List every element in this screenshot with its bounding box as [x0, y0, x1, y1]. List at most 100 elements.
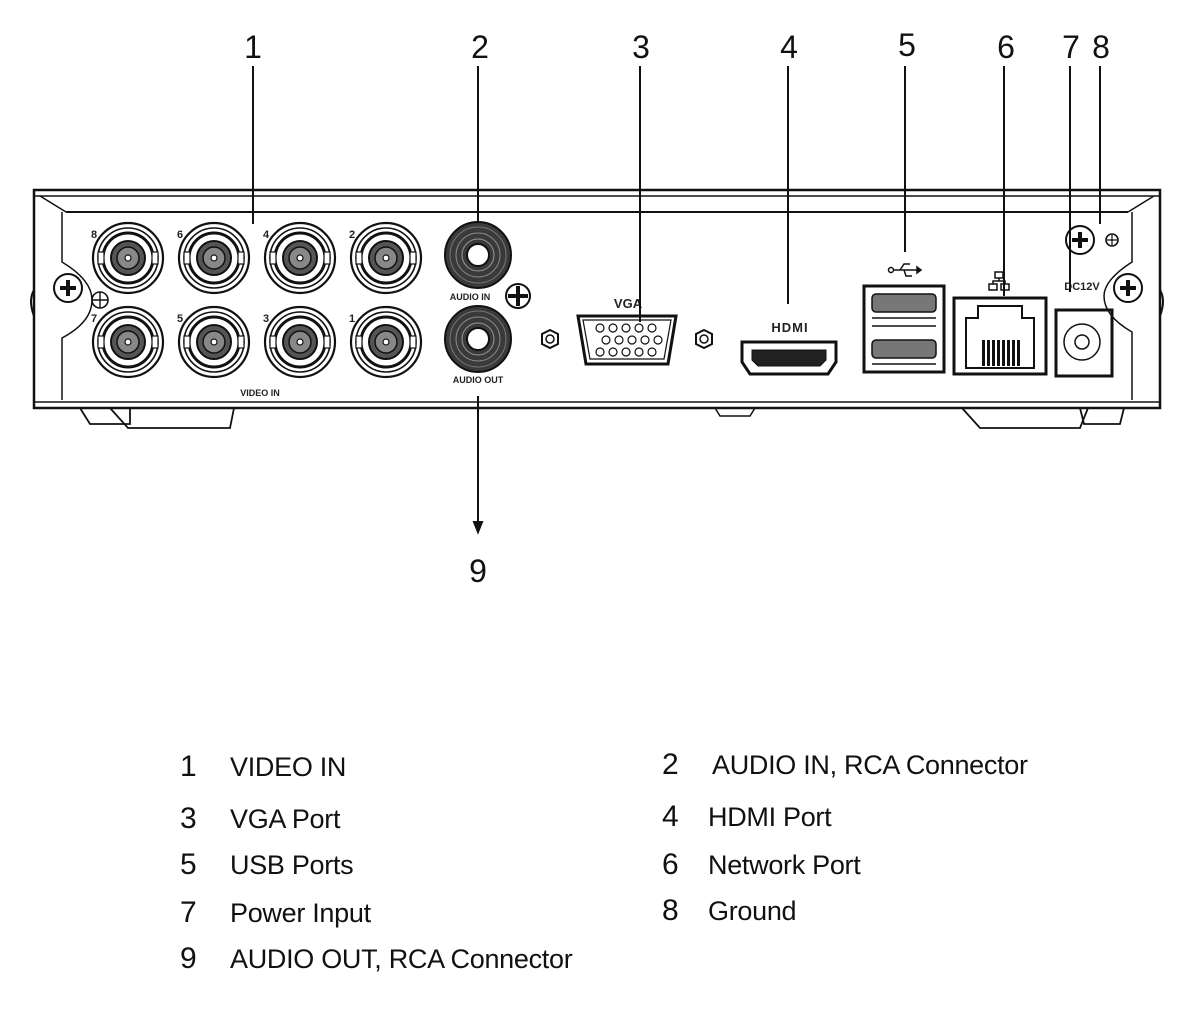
legend-item-audio-in: 2 AUDIO IN, RCA Connector — [662, 748, 1028, 782]
usb-ports — [862, 284, 946, 374]
video-in-panel-label: VIDEO IN — [240, 388, 280, 398]
callout-3: 3 — [632, 29, 650, 65]
bnc-channel-number: 4 — [263, 229, 270, 241]
ground-symbol-left — [91, 291, 109, 309]
legend-label: VGA Port — [230, 804, 341, 834]
legend-num: 6 — [662, 848, 679, 881]
audio-out-rca — [444, 305, 512, 373]
bnc-connector — [177, 221, 251, 295]
bnc-connector — [177, 305, 251, 379]
audio-in-panel-label: AUDIO IN — [450, 292, 491, 302]
legend-num: 7 — [180, 896, 197, 929]
vga-pin — [653, 335, 663, 345]
legend-num: 9 — [180, 942, 197, 975]
bnc-connector — [91, 221, 165, 295]
ground-symbol-audio — [505, 283, 531, 309]
legend-label: HDMI Port — [708, 802, 832, 832]
legend-item-power-input: 7 Power Input — [180, 896, 371, 930]
callout-6: 6 — [997, 29, 1015, 65]
legend-num: 5 — [180, 848, 197, 881]
network-port — [952, 296, 1048, 376]
bnc-channel-number: 6 — [177, 229, 183, 241]
legend-num: 4 — [662, 800, 679, 833]
legend-item-video-in: 1 VIDEO IN — [180, 750, 346, 784]
legend-num: 8 — [662, 894, 679, 927]
power-input-jack — [1054, 308, 1114, 378]
screw-left — [53, 273, 83, 303]
usb-icon — [887, 263, 923, 277]
legend-label: VIDEO IN — [230, 752, 347, 782]
rj45-pin — [1007, 340, 1010, 366]
bnc-channel-number: 8 — [91, 229, 97, 241]
legend-label: Ground — [708, 896, 797, 926]
hdmi-connector — [740, 340, 838, 376]
dc-panel-label: DC12V — [1064, 281, 1100, 293]
legend-label: USB Ports — [230, 850, 354, 880]
legend-label: AUDIO IN, RCA Connector — [712, 750, 1028, 780]
vga-pin — [595, 347, 605, 357]
legend-item-audio-out: 9 AUDIO OUT, RCA Connector — [180, 942, 573, 976]
vga-pin — [595, 323, 605, 333]
legend-num: 3 — [180, 802, 197, 835]
legend-item-vga-port: 3 VGA Port — [180, 802, 340, 836]
callout-1: 1 — [244, 29, 262, 65]
vga-pin — [647, 347, 657, 357]
legend-num: 2 — [662, 748, 679, 781]
vga-pin — [647, 323, 657, 333]
legend-num: 1 — [180, 750, 197, 783]
callout-leaders — [252, 66, 1101, 535]
callout-8: 8 — [1092, 29, 1110, 65]
vga-pin — [627, 335, 637, 345]
legend-label: Network Port — [708, 850, 861, 880]
video-in-bnc-connectors: 8 6 4 2 7 5 3 1 — [91, 221, 423, 379]
vga-pin — [634, 323, 644, 333]
legend: 1 VIDEO IN 2 AUDIO IN, RCA Connector 3 V… — [0, 740, 1200, 1000]
vga-pin — [614, 335, 624, 345]
bnc-channel-number: 1 — [349, 313, 355, 325]
callout-7: 7 — [1062, 29, 1080, 65]
vga-pin — [634, 347, 644, 357]
bnc-channel-number: 2 — [349, 229, 355, 241]
bnc-connector — [349, 305, 423, 379]
rj45-pin — [1012, 340, 1015, 366]
bnc-channel-number: 3 — [263, 313, 269, 325]
rj45-pin — [1002, 340, 1005, 366]
vga-pin — [640, 335, 650, 345]
bnc-connector — [263, 221, 337, 295]
legend-label: AUDIO OUT, RCA Connector — [230, 944, 573, 974]
vga-pin — [608, 347, 618, 357]
vga-pin — [621, 347, 631, 357]
bnc-connector — [349, 221, 423, 295]
vga-pin — [621, 323, 631, 333]
screw-right — [1113, 273, 1143, 303]
rear-panel-diagram: 8 6 4 2 7 5 3 1 VIDEO IN AUDIO IN AUDIO OUT VGA… — [30, 27, 1164, 589]
legend-item-usb-ports: 5 USB Ports — [180, 848, 354, 882]
callout-9: 9 — [469, 553, 487, 589]
rj45-pin — [982, 340, 985, 366]
bnc-channel-number: 5 — [177, 313, 183, 325]
network-icon — [988, 271, 1010, 291]
legend-item-network-port: 6 Network Port — [662, 848, 861, 882]
callout-5: 5 — [898, 27, 916, 63]
vga-pin — [608, 323, 618, 333]
rj45-pin — [1017, 340, 1020, 366]
hdmi-panel-label: HDMI — [771, 320, 808, 335]
vga-panel-label: VGA — [614, 296, 643, 311]
rj45-pin — [992, 340, 995, 366]
chassis — [30, 188, 1164, 429]
callout-2: 2 — [471, 29, 489, 65]
rj45-pin — [997, 340, 1000, 366]
vga-pin — [601, 335, 611, 345]
bnc-connector — [91, 305, 165, 379]
vga-connector — [541, 314, 713, 366]
legend-label: Power Input — [230, 898, 371, 928]
audio-out-panel-label: AUDIO OUT — [453, 375, 504, 385]
rj45-pin — [987, 340, 990, 366]
bnc-connector — [263, 305, 337, 379]
legend-item-ground: 8 Ground — [662, 894, 797, 928]
legend-item-hdmi-port: 4 HDMI Port — [662, 800, 832, 834]
audio-in-rca — [444, 221, 512, 289]
callout-4: 4 — [780, 29, 798, 65]
bnc-channel-number: 7 — [91, 313, 97, 325]
ground-screw — [1065, 225, 1119, 255]
